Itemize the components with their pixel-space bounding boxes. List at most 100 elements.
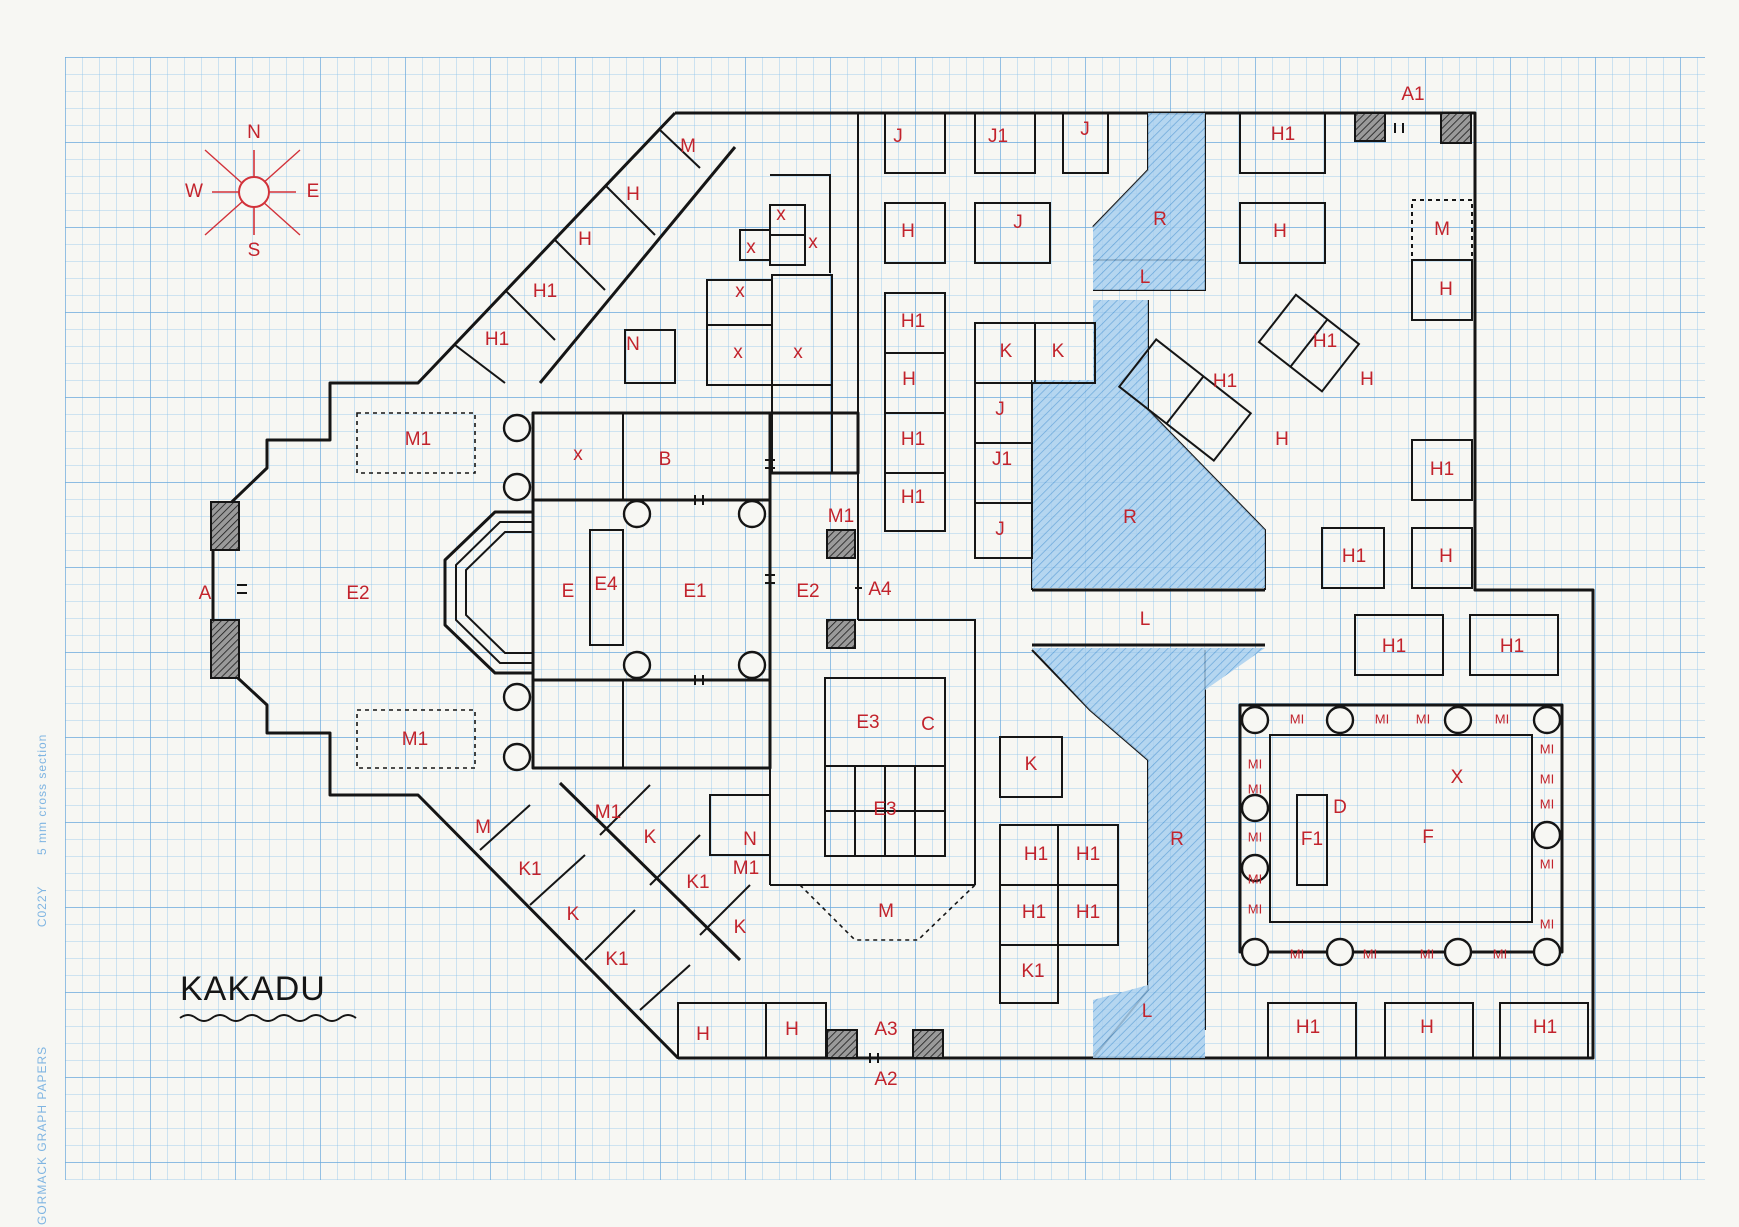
ring-label-16: MI: [1540, 771, 1554, 786]
room-label-h1-nw1: H1: [533, 281, 557, 302]
room-label-k1-sw3: K1: [686, 872, 709, 893]
room-label-h-s1: H: [696, 1024, 710, 1045]
room-label-h1-ne1: H1: [1271, 124, 1295, 145]
room-label-e2-e: E2: [796, 581, 819, 602]
ring-label-0: MI: [1290, 711, 1304, 726]
compass-north-label: N: [247, 122, 261, 143]
room-label-k1-sw2: K1: [605, 949, 628, 970]
ring-label-3: MI: [1495, 711, 1509, 726]
room-label-h-b1: H: [1420, 1017, 1434, 1038]
room-label-r-mid: R: [1123, 507, 1137, 528]
room-label-x5: x: [733, 342, 743, 363]
room-label-h1-r2: H1: [1313, 331, 1337, 352]
m1-rooms: [356, 412, 476, 769]
room-label-e3: E3: [856, 712, 879, 733]
compass-west-label: W: [185, 181, 203, 202]
room-label-h1-s4: H1: [1076, 902, 1100, 923]
room-label-j-c: J: [1013, 212, 1023, 233]
room-label-k-a: K: [1000, 341, 1013, 362]
room-label-h1-b2: H1: [1533, 1017, 1557, 1038]
ring-label-10: MI: [1540, 856, 1554, 871]
ring-label-7: MI: [1248, 871, 1262, 886]
room-label-m-s: M: [878, 901, 894, 922]
ring-label-11: MI: [1540, 916, 1554, 931]
room-label-h1-b1: H1: [1296, 1017, 1320, 1038]
room-label-h1-nw2: H1: [485, 329, 509, 350]
ring-label-2: MI: [1416, 711, 1430, 726]
room-label-h-c2: H: [902, 369, 916, 390]
ring-label-14: MI: [1420, 946, 1434, 961]
doors: [237, 123, 1404, 1063]
room-label-x7: x: [573, 444, 583, 465]
room-label-h-s2: H: [785, 1019, 799, 1040]
room-label-x: X: [1451, 767, 1464, 788]
edge-section: 5 mm cross section: [35, 733, 49, 855]
room-label-r-top: R: [1153, 209, 1167, 230]
compass-south-label: S: [248, 240, 261, 261]
room-label-f: F: [1422, 827, 1434, 848]
room-label-k-sw3: K: [734, 917, 747, 938]
sw-wing-rooms: [479, 784, 751, 1011]
room-label-j-d: J: [995, 399, 1005, 420]
ring-label-8: MI: [1540, 741, 1554, 756]
ring-label-1: MI: [1375, 711, 1389, 726]
ring-label-12: MI: [1290, 946, 1304, 961]
ne-rooms: [1117, 112, 1559, 676]
room-label-h1-e1: H1: [1430, 459, 1454, 480]
room-label-d: D: [1333, 797, 1347, 818]
room-label-a4: A4: [868, 579, 892, 600]
map-title-block: KAKADU: [179, 970, 357, 1022]
room-label-m-nw: M: [680, 136, 696, 157]
room-label-j1-d: J1: [992, 449, 1012, 470]
south-rooms: [677, 677, 1589, 1059]
room-label-l-mid: L: [1140, 609, 1151, 630]
room-label-h1-e3: H1: [1382, 636, 1406, 657]
ring-label-15: MI: [1493, 946, 1507, 961]
room-label-h1-r1: H1: [1213, 371, 1237, 392]
room-label-x3: x: [808, 232, 818, 253]
room-label-h1-s1: H1: [1024, 844, 1048, 865]
room-label-a3: A3: [874, 1019, 897, 1040]
room-label-m1-top: M1: [405, 429, 431, 450]
ring-label-17: MI: [1248, 781, 1262, 796]
room-label-e: E: [562, 581, 575, 602]
room-label-h1-s3: H1: [1022, 902, 1046, 923]
room-label-b: B: [659, 449, 672, 470]
room-label-e3-b: E3: [873, 799, 896, 820]
room-label-j-e: J: [995, 519, 1005, 540]
room-label-l-low: L: [1142, 1001, 1153, 1022]
room-label-h-r2: H: [1360, 369, 1374, 390]
room-label-f1: F1: [1301, 829, 1323, 850]
room-label-h1-e4: H1: [1500, 636, 1524, 657]
room-label-k-c: K: [1025, 754, 1038, 775]
room-label-e4: E4: [594, 574, 618, 595]
room-label-a: A: [199, 583, 212, 604]
room-label-j1-a: J1: [988, 126, 1008, 147]
room-label-h1-e2: H1: [1342, 546, 1366, 567]
ring-label-6: MI: [1248, 901, 1262, 916]
room-label-m1-tiny: M1: [733, 858, 759, 879]
room-label-r-low: R: [1170, 829, 1184, 850]
ring-label-13: MI: [1363, 946, 1377, 961]
x-rooms: [624, 174, 833, 474]
room-label-m1-small: M1: [828, 506, 854, 527]
room-label-x4: x: [735, 281, 745, 302]
room-label-l-top: L: [1140, 267, 1151, 288]
nw-wing-rooms: [454, 129, 701, 384]
room-label-k-sw2: K: [644, 827, 657, 848]
compass-rose: N E S W: [185, 122, 319, 261]
room-label-k1-s: K1: [1021, 961, 1044, 982]
edge-code: C022Y: [35, 885, 49, 928]
columns: [502, 413, 767, 772]
ring-label-4: MI: [1248, 756, 1262, 771]
ramps: [1032, 113, 1265, 1058]
room-label-n-s: N: [743, 829, 757, 850]
ramp-north: [1093, 113, 1205, 290]
ring-label-9: MI: [1540, 796, 1554, 811]
room-label-h-e1: H: [1439, 546, 1453, 567]
room-label-h-ne1: H: [1273, 221, 1287, 242]
